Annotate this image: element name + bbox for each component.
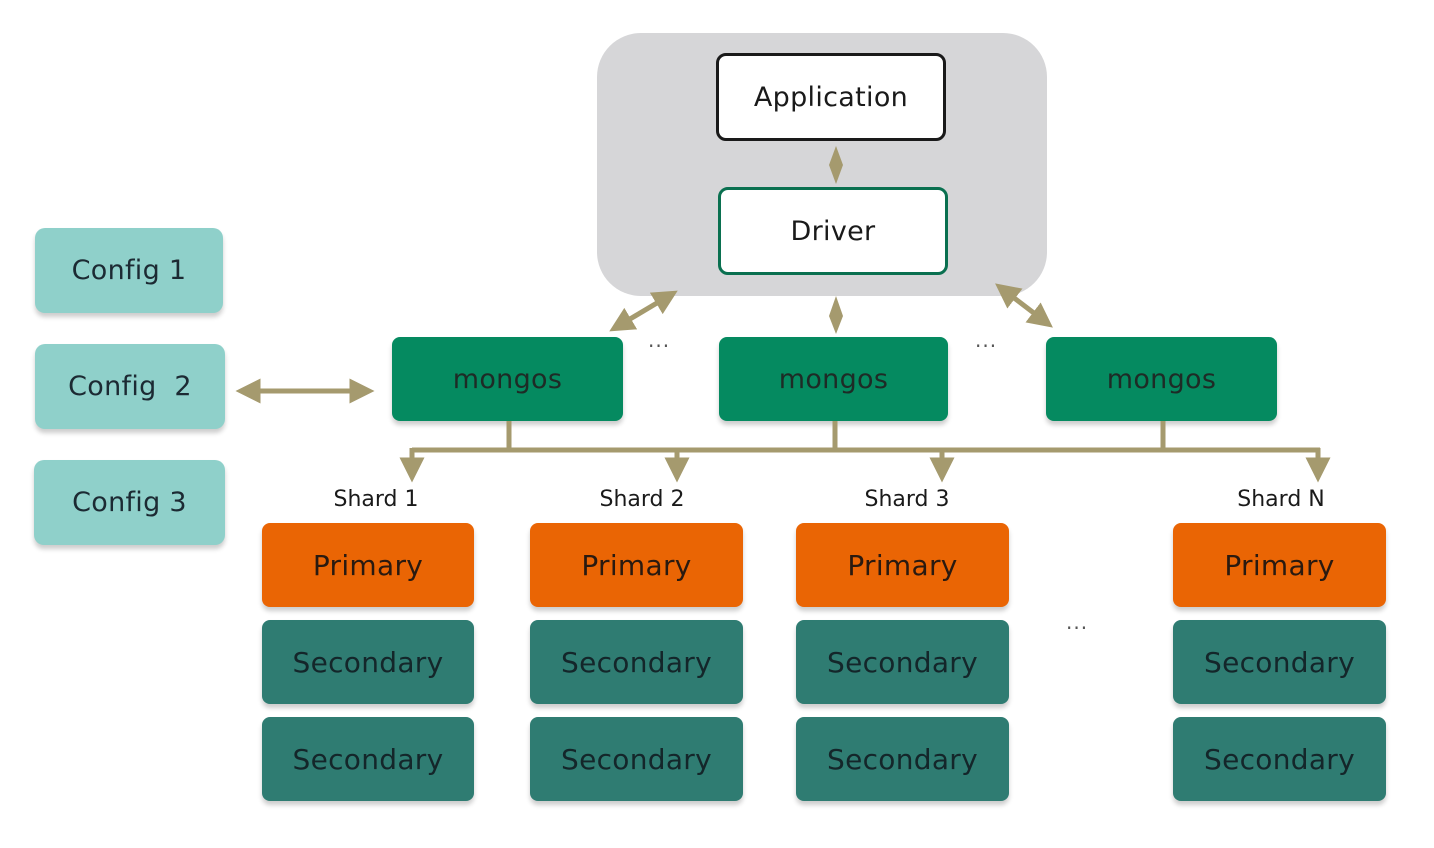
primary-label: Primary	[847, 548, 958, 582]
primary-label: Primary	[581, 548, 692, 582]
application-box: Application	[716, 53, 946, 141]
shard-1-secondary-2: Secondary	[262, 717, 474, 801]
secondary-label: Secondary	[827, 645, 978, 679]
mongos-label: mongos	[452, 363, 563, 395]
shard-label: Shard 3	[864, 487, 950, 512]
config-label: Config 1	[71, 255, 187, 286]
driver-box: Driver	[718, 187, 948, 275]
mongos-router-3: mongos	[1046, 337, 1277, 421]
app-driver-link	[829, 146, 843, 184]
config-server-3: Config 3	[34, 460, 225, 545]
config-server-1: Config 1	[35, 228, 223, 313]
client-mongos-left-link	[609, 290, 678, 332]
mongos-ellipsis-right: ...	[975, 328, 998, 352]
application-label: Application	[753, 81, 909, 113]
secondary-label: Secondary	[292, 742, 444, 776]
shard-1-primary: Primary	[262, 523, 474, 607]
shard-label: Shard 2	[599, 487, 685, 512]
secondary-label: Secondary	[561, 645, 712, 679]
config-label: Config 2	[68, 371, 192, 402]
primary-label: Primary	[1224, 548, 1335, 582]
shards-ellipsis: ...	[1066, 610, 1089, 634]
primary-label: Primary	[312, 548, 424, 582]
mongos-label: mongos	[1106, 363, 1217, 395]
config-label: Config 3	[72, 487, 187, 518]
secondary-label: Secondary	[561, 742, 712, 776]
shard-label: Shard 1	[333, 487, 419, 512]
shard-2-primary: Primary	[530, 523, 743, 607]
client-mongos-right-link	[995, 283, 1053, 328]
shard-2-secondary-2: Secondary	[530, 717, 743, 801]
client-mongos-center-link	[829, 296, 843, 334]
shard-n-primary: Primary	[1173, 523, 1386, 607]
mongos-ellipsis-left: ...	[648, 328, 671, 352]
shard-3-primary: Primary	[796, 523, 1009, 607]
shard-1-secondary-1: Secondary	[262, 620, 474, 704]
mongos-label: mongos	[778, 363, 889, 395]
secondary-label: Secondary	[1204, 742, 1355, 776]
secondary-label: Secondary	[827, 742, 978, 776]
shard-n-secondary-1: Secondary	[1173, 620, 1386, 704]
config-server-2: Config 2	[35, 344, 225, 429]
secondary-label: Secondary	[292, 645, 444, 679]
shard-2-secondary-1: Secondary	[530, 620, 743, 704]
shard-3-secondary-1: Secondary	[796, 620, 1009, 704]
mongos-router-2: mongos	[719, 337, 948, 421]
shard-label: Shard N	[1237, 487, 1325, 512]
shard-3-secondary-2: Secondary	[796, 717, 1009, 801]
mongos-router-1: mongos	[392, 337, 623, 421]
secondary-label: Secondary	[1204, 645, 1355, 679]
driver-label: Driver	[790, 215, 876, 247]
shard-n-secondary-2: Secondary	[1173, 717, 1386, 801]
